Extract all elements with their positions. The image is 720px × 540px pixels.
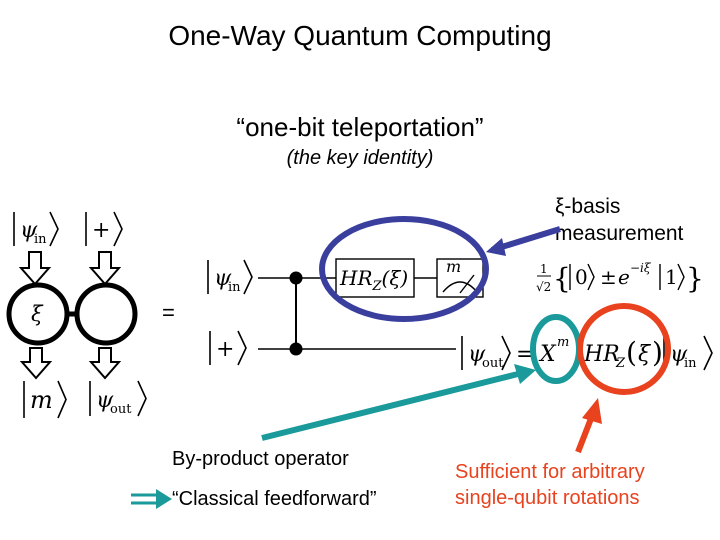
svg-text:}: } [686, 262, 704, 295]
teleportation-subtitle: “one-bit teleportation” [236, 112, 484, 142]
svg-text:0: 0 [575, 265, 588, 289]
measurement-basis-formula: 1 √2 { 0 ± e −iξ 1 } [536, 261, 704, 295]
svg-text:√2: √2 [536, 280, 551, 294]
rotation-arrow-head [582, 398, 602, 424]
svg-text:ψ: ψ [20, 218, 38, 243]
byproduct-operator-label: By-product operator [172, 448, 349, 470]
svg-text:ψ: ψ [214, 266, 232, 291]
down-arrow-bottom-right [88, 347, 122, 380]
byproduct-arrow-head [514, 364, 536, 384]
svg-text:in: in [34, 232, 47, 247]
svg-text:ψ: ψ [96, 388, 114, 413]
measurement-ellipse [319, 216, 489, 322]
cz-control-top [289, 271, 303, 285]
down-arrow-top-left [18, 251, 52, 286]
down-arrow-top-right [88, 251, 122, 286]
basis-line-1: ξ-basis [555, 195, 621, 218]
feedforward-arrow-icon [131, 489, 172, 509]
svg-text:out: out [110, 402, 132, 417]
svg-text:{: { [553, 262, 571, 295]
byproduct-arrow [261, 371, 519, 441]
svg-text:): ) [652, 336, 663, 369]
svg-text:e: e [618, 265, 630, 289]
down-arrow-bottom-left [19, 347, 53, 380]
svg-text:ψ: ψ [468, 342, 486, 367]
hrz-gate-box [335, 258, 415, 298]
meter-m-label: m [446, 257, 461, 276]
basis-arrow-head [486, 238, 506, 256]
output-identity: ψ out = X m HR Z ( ξ ) ψ in [461, 335, 713, 371]
cluster-bottom-right-ket: ψ out [89, 380, 147, 417]
svg-text:out: out [482, 356, 504, 371]
svg-text:±: ± [600, 265, 617, 289]
page-title: One-Way Quantum Computing [168, 20, 552, 51]
svg-text:m: m [557, 335, 569, 350]
rotation-arrow [575, 414, 595, 454]
svg-text:HR: HR [583, 342, 620, 367]
cz-control-bottom [289, 342, 303, 356]
cluster-node-right [74, 282, 138, 346]
svg-text:in: in [684, 356, 697, 371]
sufficient-line-2: single-qubit rotations [455, 487, 640, 509]
classical-feedforward-label: “Classical feedforward” [172, 488, 377, 510]
svg-text:=: = [516, 342, 534, 367]
svg-text:ψ: ψ [670, 342, 688, 367]
node-xi-label: ξ [31, 302, 44, 326]
svg-text:1: 1 [540, 262, 548, 276]
sufficient-rotations-label: Sufficient for arbitrary single-qubit ro… [455, 459, 645, 511]
circuit-input-psi-in: ψ in [207, 259, 253, 295]
svg-text:(: ( [626, 336, 637, 369]
key-identity-note: (the key identity) [286, 147, 434, 169]
svg-text:ξ: ξ [638, 342, 652, 367]
cluster-top-left-ket: ψ in [13, 211, 59, 247]
svg-text:1: 1 [665, 265, 678, 289]
svg-text:−iξ: −iξ [630, 261, 652, 275]
basis-line-2: measurement [555, 222, 684, 245]
basis-measurement-label: ξ-basis measurement [555, 193, 683, 247]
svg-text:in: in [228, 280, 241, 295]
cluster-node-left [6, 282, 70, 346]
svg-text:+: + [92, 218, 110, 243]
hrz-gate-label: HRZ(ξ) [339, 266, 408, 294]
circuit-input-plus: + [209, 330, 247, 366]
svg-text:m: m [30, 386, 53, 414]
equals-sign: = [162, 300, 175, 325]
cluster-bottom-left-ket: m [23, 380, 67, 419]
sufficient-line-1: Sufficient for arbitrary [455, 461, 645, 483]
svg-text:X: X [538, 342, 557, 367]
svg-text:Z: Z [615, 356, 626, 371]
rotation-ellipse [577, 303, 671, 395]
svg-text:+: + [216, 337, 234, 362]
cluster-top-right-ket: + [85, 211, 123, 247]
